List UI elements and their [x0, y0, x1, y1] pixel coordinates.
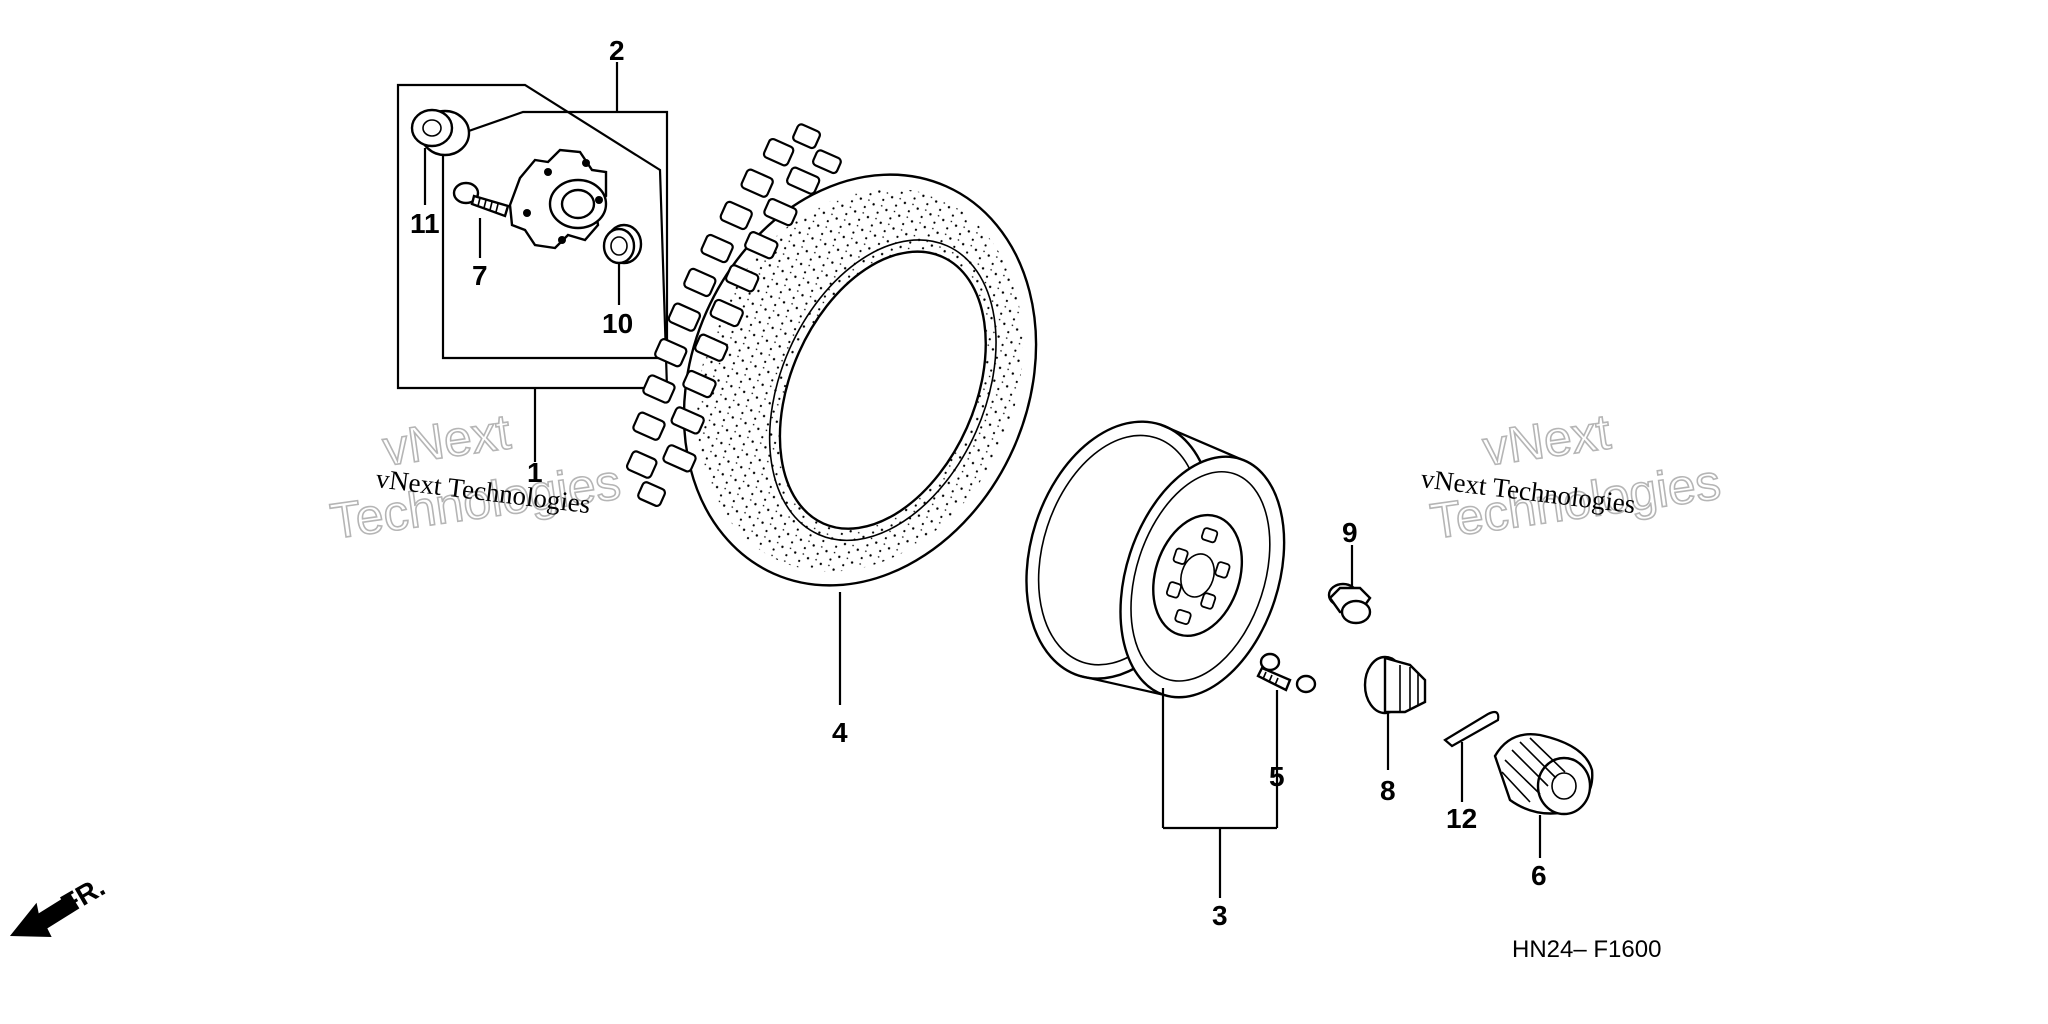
cap-nut-part-9 — [1327, 545, 1372, 625]
front-arrow-icon — [9, 893, 80, 938]
front-direction-indicator: FR. — [9, 871, 110, 938]
tire-tread — [625, 123, 842, 508]
cotter-pin-part-12 — [1443, 710, 1500, 802]
wheel-rim-part-3 — [1025, 420, 1286, 898]
seal-part-10 — [602, 223, 643, 305]
tire-part-4 — [625, 123, 1038, 705]
diagram-code: HN24– F1600 — [1512, 936, 1661, 963]
callout-5: 5 — [1269, 761, 1285, 792]
callout-6: 6 — [1531, 860, 1547, 891]
spindle-nut-part-8 — [1363, 655, 1427, 770]
callout-12: 12 — [1446, 803, 1477, 834]
callout-1: 1 — [527, 457, 543, 488]
hub-part-2 — [508, 148, 608, 250]
collar-part-11 — [410, 108, 471, 205]
valve-part-5 — [1256, 652, 1317, 828]
watermark-right: vNext Technologies vNext Technologies — [1419, 403, 1724, 551]
hub-cap-part-6 — [1493, 733, 1594, 858]
callout-11: 11 — [410, 208, 440, 239]
callout-4: 4 — [832, 717, 848, 748]
callout-7: 7 — [472, 260, 488, 291]
callout-8: 8 — [1380, 775, 1396, 806]
callout-2: 2 — [609, 35, 625, 66]
watermark-right-big-1: vNext — [1479, 403, 1613, 476]
hub-assembly-group — [396, 62, 669, 462]
bolt-part-7 — [452, 181, 510, 258]
callout-9: 9 — [1342, 517, 1358, 548]
bracket-inner — [441, 110, 669, 360]
callout-10: 10 — [602, 308, 633, 339]
callout-3: 3 — [1212, 900, 1228, 931]
watermark-left: vNext Technologies vNext Technologies — [326, 403, 624, 551]
bracket-outer — [396, 83, 669, 390]
